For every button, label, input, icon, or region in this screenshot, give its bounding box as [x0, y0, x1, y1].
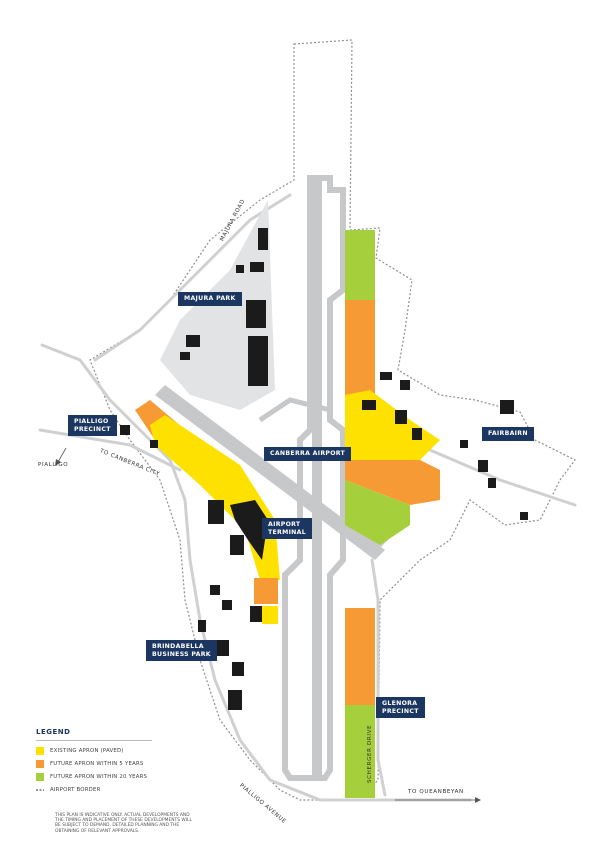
future-apron-5y [345, 300, 375, 395]
label-brindabella-business-park: BRINDABELLA BUSINESS PARK [146, 640, 217, 661]
label-pialligo-precinct: PIALLIGO PRECINCT [68, 415, 117, 436]
fairbairn-buildings [362, 372, 528, 520]
pialligo-avenue-road [40, 343, 472, 802]
existing-apron [150, 415, 280, 580]
apron-south [345, 608, 375, 798]
label-fairbairn: FAIRBAIRN [482, 427, 534, 441]
building [258, 228, 268, 250]
building [248, 336, 268, 386]
apron-west [135, 400, 280, 624]
future-apron-5y [345, 460, 440, 505]
future-apron-5y [254, 578, 278, 604]
future-apron-5y [345, 608, 375, 705]
to-queanbeyan-arrow [395, 797, 481, 803]
legend-divider [36, 740, 152, 741]
building [246, 300, 266, 328]
disclaimer-text: THIS PLAN IS INDICATIVE ONLY. ACTUAL DEV… [55, 813, 192, 834]
road-label-to-queanbeyan: TO QUEANBEYAN [408, 789, 464, 795]
legend-title: LEGEND [36, 728, 71, 736]
terminal-building [230, 500, 268, 560]
road-label-scherger-drive: SCHERGER DRIVE [367, 724, 373, 783]
future-20y-swatch-icon [36, 773, 44, 781]
existing-apron [262, 606, 278, 624]
future-apron-20y [345, 230, 375, 300]
existing-apron [345, 390, 440, 460]
legend-item-label: AIRPORT BORDER [50, 787, 101, 793]
label-canberra-airport: CANBERRA AIRPORT [264, 447, 352, 461]
future-5y-swatch-icon [36, 760, 44, 768]
label-majura-park: MAJURA PARK [178, 292, 242, 306]
fairbairn-road [428, 448, 577, 507]
building [186, 335, 200, 347]
building [180, 352, 190, 360]
building [236, 265, 244, 273]
future-apron-20y [345, 705, 375, 798]
pialligo-arrow [55, 447, 67, 466]
scherger-drive-road [370, 558, 387, 797]
future-apron-20y [345, 480, 410, 545]
road-label-pialligo: PIALLIGO [38, 462, 69, 468]
brindabella-buildings [120, 425, 262, 710]
legend-item-label: FUTURE APRON WITHIN 5 YEARS [50, 761, 144, 767]
legend-item-label: EXISTING APRON (PAVED) [50, 748, 124, 754]
apron-east [345, 230, 440, 545]
main-runway [282, 175, 346, 781]
label-glenora-precinct: GLENORA PRECINCT [376, 697, 425, 718]
building [250, 262, 264, 272]
legend-item-label: FUTURE APRON WITHIN 20 YEARS [50, 774, 148, 780]
existing-apron-swatch-icon [36, 747, 44, 755]
legend: LEGEND EXISTING APRON (PAVED) FUTURE APR… [28, 722, 160, 803]
dashed-line-icon [36, 789, 44, 791]
label-airport-terminal: AIRPORT TERMINAL [262, 518, 312, 539]
